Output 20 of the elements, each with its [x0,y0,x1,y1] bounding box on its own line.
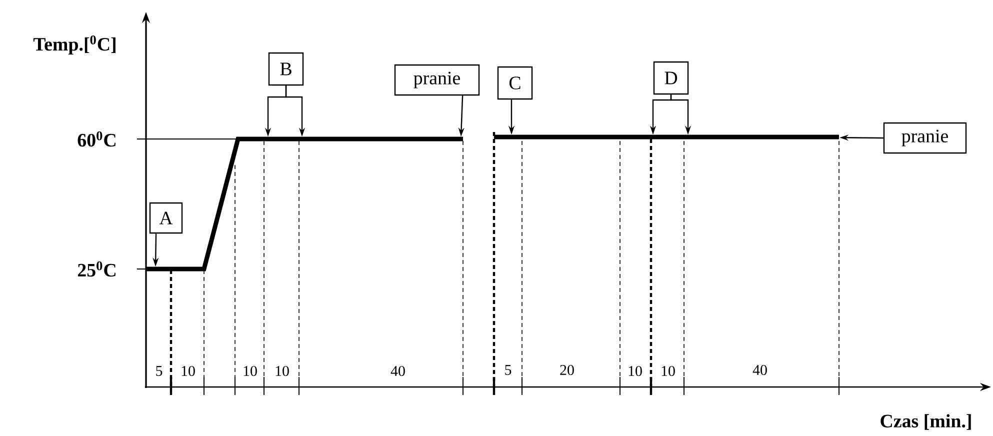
axis-label: Czas [min.] [880,414,971,430]
temperature-profile [144,134,842,272]
duration-label: 5 [156,366,162,376]
duration-label: 40 [752,364,767,376]
axis-label: 60$^{0}$C [78,131,116,147]
duration-label: 10 [276,366,289,376]
axis-label: Temp.[$^{0}$C] [33,35,116,55]
duration-label: 10 [182,366,195,376]
label-box: pranie [394,64,480,96]
label-box: D [653,61,689,95]
duration-label: 10 [662,366,675,376]
label-box: pranie [883,122,967,154]
duration-label: 40 [390,366,405,376]
axis-label: 25$^{0}$C [78,261,116,277]
label-box: B [268,52,304,86]
label-box: C [497,66,533,100]
duration-label: 10 [628,366,642,376]
duration-label: 10 [244,366,257,376]
duration-label: 20 [560,364,574,376]
duration-label: 5 [505,365,512,375]
